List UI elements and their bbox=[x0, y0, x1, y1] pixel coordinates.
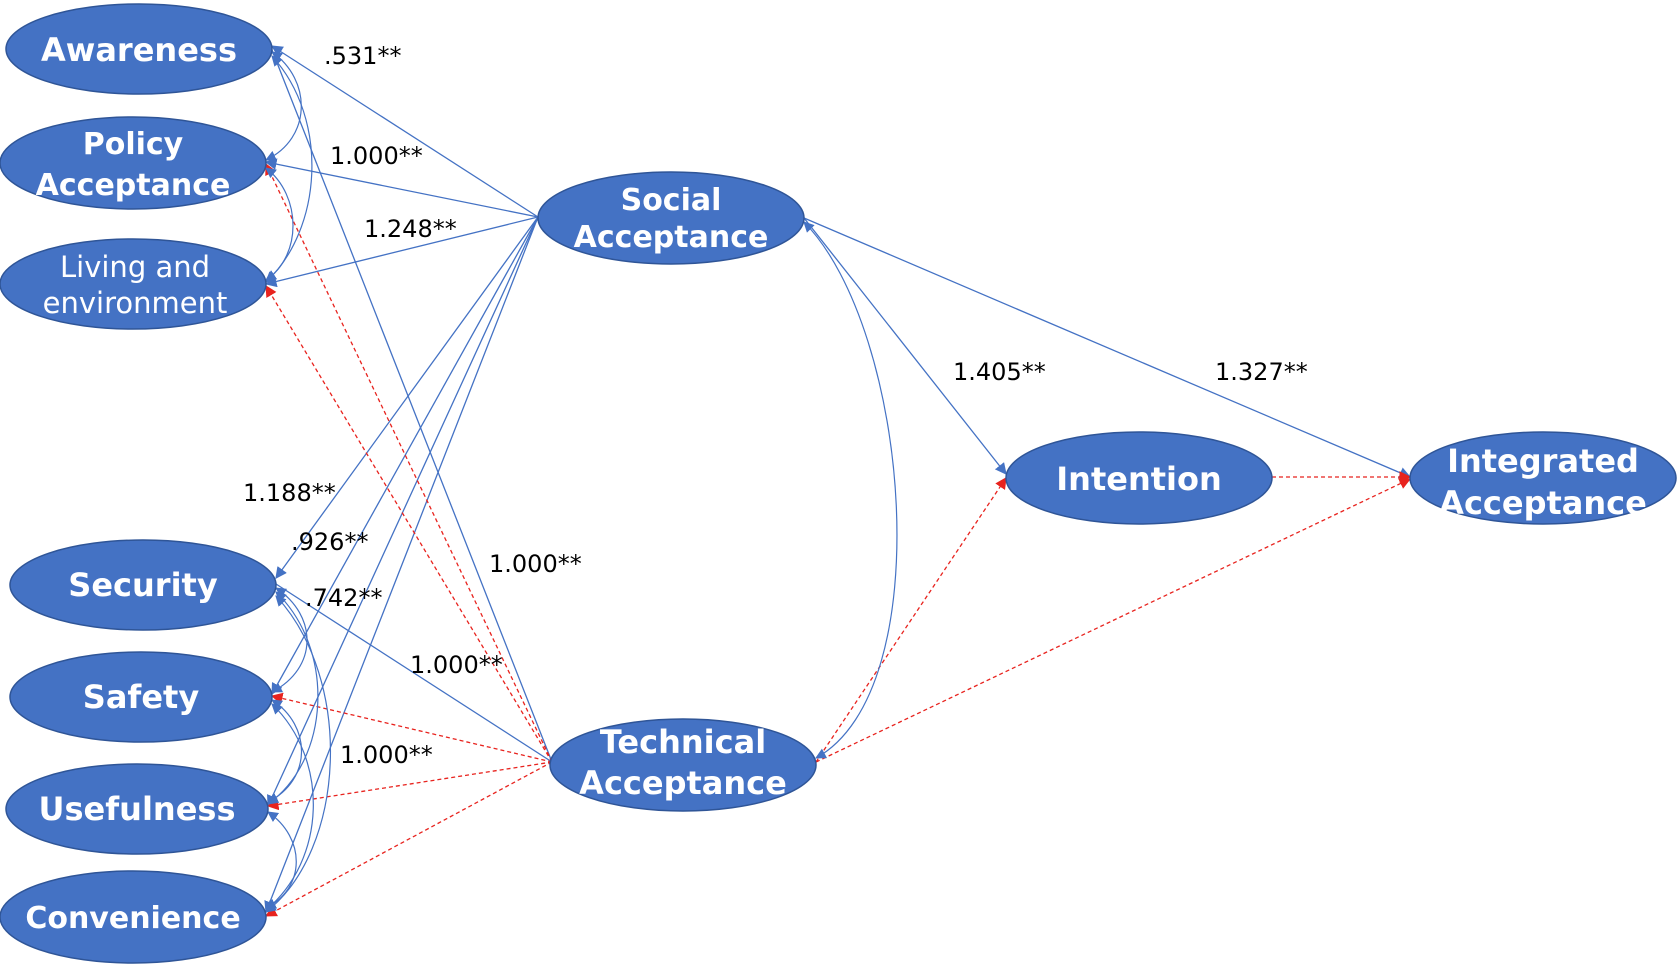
node-living-environment: Living and environment bbox=[0, 238, 267, 330]
node-integrated-acceptance-line1: Integrated bbox=[1447, 442, 1639, 480]
path-social-usefulness bbox=[267, 216, 539, 808]
node-safety: Safety bbox=[9, 651, 273, 743]
node-safety-label: Safety bbox=[83, 678, 200, 716]
node-integrated-acceptance: Integrated Acceptance bbox=[1409, 431, 1677, 525]
node-living-environment-line1: Living and bbox=[60, 250, 210, 284]
node-convenience-label: Convenience bbox=[25, 901, 240, 936]
covariances-lower-indicators bbox=[265, 587, 331, 913]
path-tech-security bbox=[275, 583, 553, 763]
node-technical-acceptance-line2: Acceptance bbox=[579, 764, 787, 802]
path-social-awareness bbox=[271, 45, 539, 218]
path-social-convenience bbox=[264, 216, 539, 914]
node-social-acceptance-line2: Acceptance bbox=[574, 220, 769, 255]
node-intention-label: Intention bbox=[1056, 460, 1222, 498]
covariances-upper-indicators bbox=[265, 51, 313, 283]
node-awareness: Awareness bbox=[5, 3, 273, 95]
coef-social-intention: 1.405** bbox=[953, 358, 1046, 386]
node-convenience: Convenience bbox=[0, 870, 267, 964]
node-security-label: Security bbox=[68, 566, 218, 604]
path-tech-safety bbox=[270, 692, 553, 763]
coef-tech-security: 1.000** bbox=[410, 651, 503, 679]
covariance-social-technical bbox=[803, 221, 898, 759]
path-social-integrated bbox=[803, 217, 1412, 479]
path-tech-usefulness bbox=[266, 761, 553, 811]
node-policy-acceptance: Policy Acceptance bbox=[0, 116, 267, 210]
node-usefulness-label: Usefulness bbox=[39, 790, 236, 828]
node-usefulness: Usefulness bbox=[5, 763, 269, 855]
path-social-intention bbox=[803, 217, 1007, 475]
node-policy-acceptance-line2: Acceptance bbox=[36, 168, 231, 203]
coef-social-living: 1.248** bbox=[364, 215, 457, 243]
coef-social-policy: 1.000** bbox=[330, 142, 423, 170]
coef-social-usefulness: .742** bbox=[305, 584, 382, 612]
coef-social-security: 1.188** bbox=[243, 479, 336, 507]
path-tech-living bbox=[265, 284, 553, 763]
coef-tech-usefulness: 1.000** bbox=[340, 741, 433, 769]
path-tech-policy bbox=[265, 162, 553, 763]
node-awareness-label: Awareness bbox=[41, 31, 237, 69]
paths-layer bbox=[264, 45, 1412, 917]
coef-tech-awareness: 1.000** bbox=[489, 550, 582, 578]
coef-social-safety: .926** bbox=[291, 528, 368, 556]
path-tech-convenience bbox=[264, 761, 553, 917]
node-intention: Intention bbox=[1005, 431, 1273, 525]
coef-social-integrated: 1.327** bbox=[1215, 358, 1308, 386]
path-social-security bbox=[275, 216, 539, 579]
path-tech-intention bbox=[815, 477, 1007, 763]
node-technical-acceptance-line1: Technical bbox=[600, 723, 766, 761]
node-integrated-acceptance-line2: Acceptance bbox=[1439, 484, 1647, 522]
node-security: Security bbox=[9, 539, 277, 631]
coefficient-labels: .531** 1.000** 1.248** 1.188** .926** .7… bbox=[243, 42, 1308, 769]
path-tech-awareness bbox=[271, 49, 553, 763]
path-social-living bbox=[264, 216, 539, 288]
coef-social-awareness: .531** bbox=[324, 42, 401, 70]
path-tech-integrated bbox=[815, 478, 1412, 763]
node-social-acceptance-line1: Social bbox=[621, 183, 722, 218]
node-social-acceptance: Social Acceptance bbox=[537, 171, 805, 265]
node-living-environment-line2: environment bbox=[43, 286, 228, 320]
node-technical-acceptance: Technical Acceptance bbox=[549, 718, 817, 812]
node-policy-acceptance-line1: Policy bbox=[83, 127, 184, 162]
